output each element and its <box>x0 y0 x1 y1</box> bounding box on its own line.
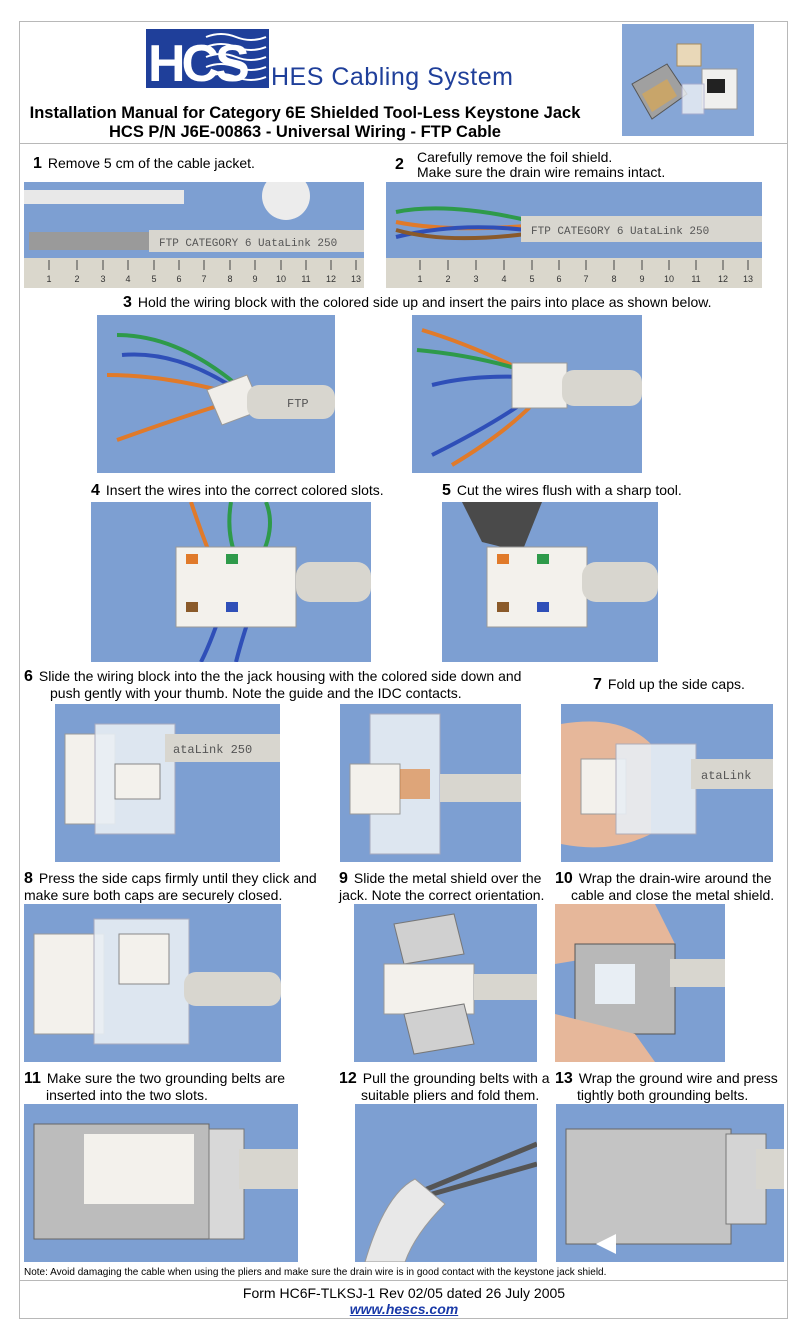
ruler-tick-label: 12 <box>718 274 728 284</box>
step-13-photo <box>556 1104 784 1262</box>
product-photo <box>622 24 754 136</box>
ruler-tick-label: 5 <box>151 274 156 284</box>
ruler-tick-label: 3 <box>100 274 105 284</box>
footer-note: Note: Avoid damaging the cable when usin… <box>24 1267 607 1278</box>
ruler-tick-label: 10 <box>664 274 674 284</box>
step-3b-photo <box>412 315 642 473</box>
ruler-tick-label: 8 <box>611 274 616 284</box>
brand-name: HES Cabling System <box>271 63 514 91</box>
ruler-tick-label: 6 <box>556 274 561 284</box>
step-6b-photo <box>340 704 521 862</box>
svg-text:FTP CATEGORY 6 UataLink 250: FTP CATEGORY 6 UataLink 250 <box>159 238 337 250</box>
ruler-tick-label: 5 <box>529 274 534 284</box>
ruler-tick-label: 6 <box>176 274 181 284</box>
ruler-tick-label: 1 <box>46 274 51 284</box>
ruler-tick-label: 3 <box>473 274 478 284</box>
step-8-photo <box>24 904 281 1062</box>
part-number-title: HCS P/N J6E-00863 - Universal Wiring - F… <box>108 123 501 141</box>
svg-text:ataLink 250: ataLink 250 <box>173 743 252 757</box>
ruler-tick-label: 2 <box>445 274 450 284</box>
ruler-tick-label: 11 <box>301 274 310 284</box>
step-9-photo <box>354 904 537 1062</box>
website-link[interactable]: www.hescs.com <box>349 1301 459 1317</box>
ruler-tick-label: 4 <box>125 274 130 284</box>
form-number: Form HC6F-TLKSJ-1 Rev 02/05 dated 26 Jul… <box>242 1285 566 1301</box>
header-divider <box>19 143 788 144</box>
ruler-tick-label: 9 <box>252 274 257 284</box>
ruler-tick-label: 7 <box>583 274 588 284</box>
svg-text:FTP CATEGORY 6 UataLink 250: FTP CATEGORY 6 UataLink 250 <box>531 226 709 238</box>
svg-text:HCS: HCS <box>148 35 248 88</box>
svg-text:FTP: FTP <box>287 397 309 411</box>
svg-text:ataLink: ataLink <box>701 769 751 783</box>
ruler-tick-label: 7 <box>201 274 206 284</box>
ruler-tick-label: 12 <box>326 274 336 284</box>
step-5-photo <box>442 502 658 662</box>
ruler-tick-label: 2 <box>74 274 79 284</box>
page-frame <box>19 21 788 1319</box>
step-6-photo: ataLink 250 <box>55 704 280 862</box>
ruler-tick-label: 11 <box>691 274 700 284</box>
ruler-tick-label: 13 <box>743 274 753 284</box>
step-7-photo: ataLink <box>561 704 773 862</box>
step-12-photo <box>355 1104 537 1262</box>
footer-divider <box>19 1280 788 1281</box>
hcs-logo: HCS <box>146 29 269 93</box>
step-10-photo <box>555 904 725 1062</box>
ruler-tick-label: 13 <box>351 274 361 284</box>
ruler-tick-label: 9 <box>639 274 644 284</box>
step-11-photo <box>24 1104 298 1262</box>
ruler-tick-label: 8 <box>227 274 232 284</box>
step-4-photo <box>91 502 371 662</box>
manual-title: Installation Manual for Category 6E Shie… <box>29 104 581 122</box>
ruler-tick-label: 4 <box>501 274 506 284</box>
step-3a-photo: FTP <box>97 315 335 473</box>
ruler-tick-label: 1 <box>417 274 422 284</box>
ruler-tick-label: 10 <box>276 274 286 284</box>
